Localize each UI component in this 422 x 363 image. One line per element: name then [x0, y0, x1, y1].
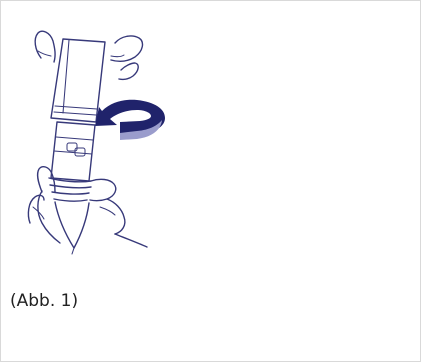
twist-cap-pen-icon	[11, 29, 191, 264]
figure-caption: (Abb. 1)	[10, 291, 78, 311]
